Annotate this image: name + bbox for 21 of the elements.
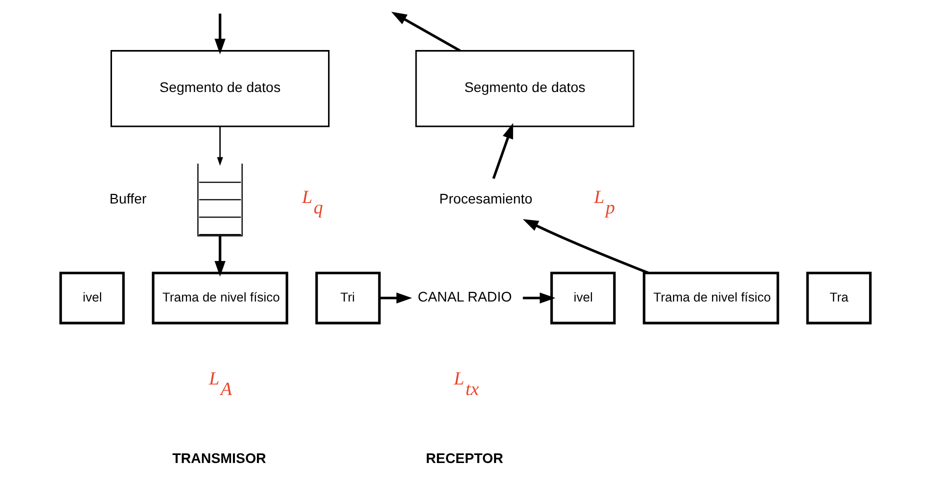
node-box: Trama de nivel físico xyxy=(151,272,288,324)
node-box: Segmento de datos xyxy=(414,50,634,128)
node-label: Buffer xyxy=(109,190,146,206)
node-text: Procesamiento xyxy=(438,190,532,206)
arrow xyxy=(379,292,412,304)
arrow xyxy=(522,292,555,304)
node-box: Tri xyxy=(314,272,380,324)
arrow xyxy=(214,236,225,277)
arrow xyxy=(214,14,225,54)
node-box: Tra xyxy=(806,272,872,324)
arrow xyxy=(216,126,223,166)
node-box: ivel xyxy=(550,272,616,324)
label: TRANSMISOR xyxy=(172,450,266,466)
node-box: Trama de nivel físico xyxy=(642,272,779,324)
arrow xyxy=(522,219,648,274)
node-box: Segmento de datos xyxy=(110,50,330,128)
arrow xyxy=(492,122,513,179)
node-box: ivel xyxy=(58,272,124,324)
arrow xyxy=(390,12,460,52)
node-text: CANAL RADIO xyxy=(417,288,512,305)
label: RECEPTOR xyxy=(425,450,503,466)
